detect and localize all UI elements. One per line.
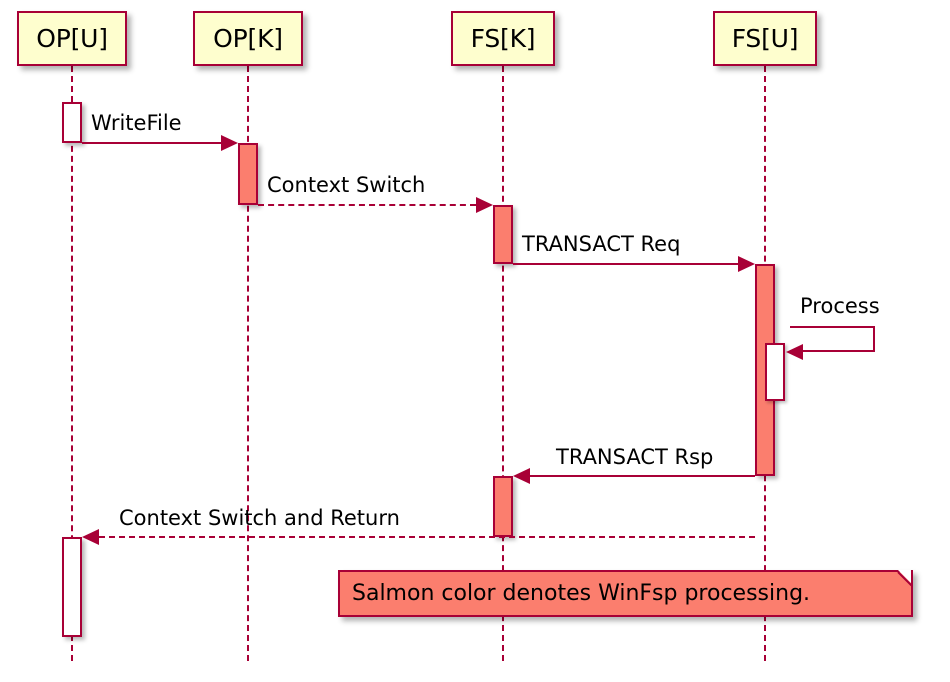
participant-fs-k[interactable]: FS[K] <box>451 11 555 66</box>
participant-op-k[interactable]: OP[K] <box>193 11 303 66</box>
lifeline-op-k <box>247 66 249 661</box>
participant-op-u-label: OP[U] <box>36 24 108 53</box>
activation-fs-k-1 <box>493 205 513 264</box>
message-label-context-switch: Context Switch <box>267 173 426 197</box>
message-arrowhead-context-switch <box>476 197 493 213</box>
message-line-transact-req <box>513 263 738 265</box>
participant-fs-k-label: FS[K] <box>470 24 536 53</box>
message-line-transact-rsp <box>530 475 755 477</box>
message-label-transact-req: TRANSACT Req <box>522 232 681 256</box>
message-line-context-switch <box>258 204 476 206</box>
participant-fs-u[interactable]: FS[U] <box>713 11 817 66</box>
lifeline-op-u <box>71 66 73 661</box>
message-arrowhead-writefile <box>221 135 238 151</box>
note-text: Salmon color denotes WinFsp processing. <box>352 581 811 606</box>
message-label-context-switch-return: Context Switch and Return <box>119 506 400 530</box>
message-arrowhead-process <box>786 344 803 360</box>
activation-op-u-2 <box>62 537 82 637</box>
participant-op-u[interactable]: OP[U] <box>17 11 127 66</box>
activation-fs-k-2 <box>493 476 513 537</box>
message-arrowhead-transact-req <box>738 256 755 272</box>
activation-op-u-1 <box>62 102 82 143</box>
message-selfloop-process <box>790 326 875 352</box>
participant-op-k-label: OP[K] <box>213 24 283 53</box>
message-label-writefile: WriteFile <box>91 111 182 135</box>
note-salmon-legend: Salmon color denotes WinFsp processing. <box>338 570 913 617</box>
message-arrowhead-context-switch-return <box>82 529 99 545</box>
lifeline-fs-k <box>502 66 504 661</box>
message-arrowhead-transact-rsp <box>513 468 530 484</box>
activation-op-k-1 <box>238 143 258 205</box>
message-line-context-switch-return <box>99 536 755 538</box>
participant-fs-u-label: FS[U] <box>731 24 799 53</box>
activation-fs-u-nested <box>765 343 785 401</box>
message-label-transact-rsp: TRANSACT Rsp <box>556 445 714 469</box>
message-label-process: Process <box>800 294 880 318</box>
message-line-writefile <box>82 142 221 144</box>
note-fold-icon <box>898 570 911 583</box>
